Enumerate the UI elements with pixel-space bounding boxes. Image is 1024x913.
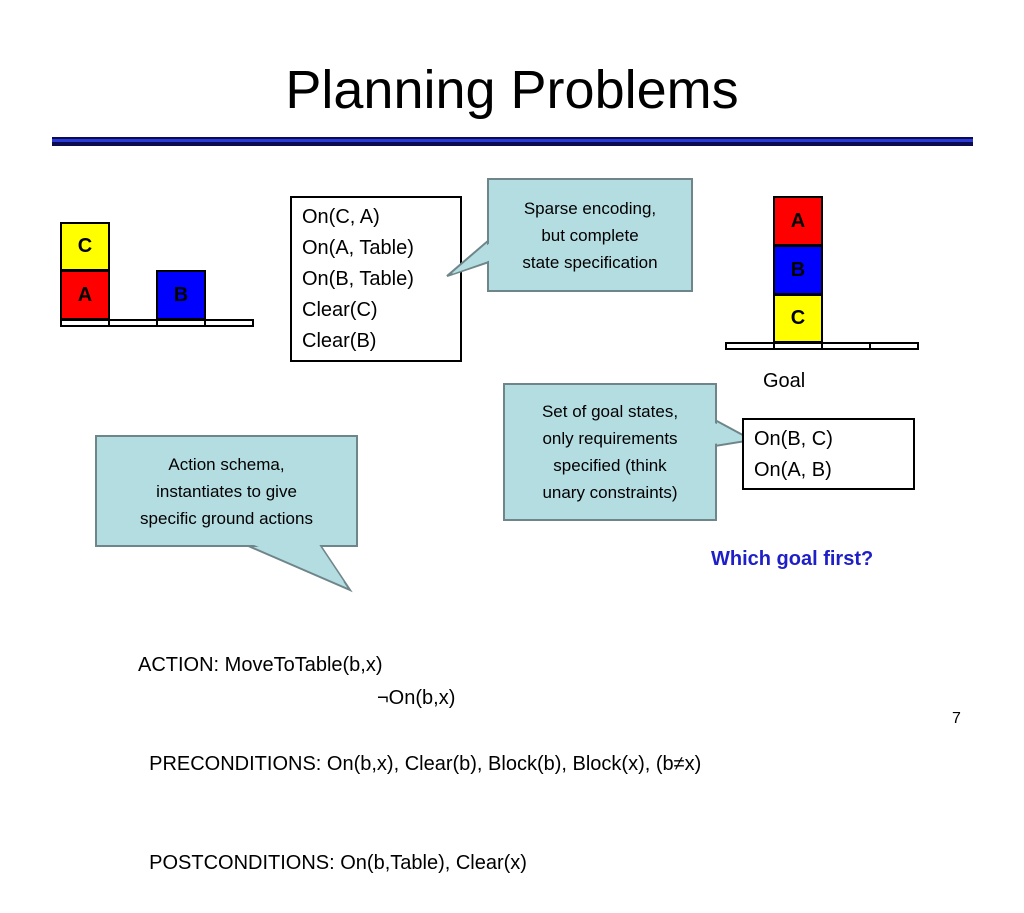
fact-line: On(A, B) [754, 459, 832, 481]
title-rule-highlight [52, 139, 973, 142]
postcondition-negation: ¬On(b,x) [377, 687, 456, 709]
callout-line: specified (think [553, 456, 667, 475]
callout-tail-action-cover [249, 543, 344, 582]
callout-line: Sparse encoding, [523, 198, 657, 218]
fact-line: On(B, Table) [302, 268, 414, 290]
callout-sparse-encoding: Sparse encoding, but complete state spec… [487, 178, 693, 292]
slide-title: Planning Problems [285, 60, 739, 120]
callout-line: only requirements [542, 429, 678, 448]
fact-line: Clear(B) [302, 330, 377, 352]
initial-state-facts: On(C, A) On(A, Table) On(B, Table) Clear… [290, 196, 462, 362]
callout-line: specific ground actions [140, 508, 313, 528]
callout-tail-sparse-cover [452, 242, 491, 274]
preconditions-line: PRECONDITIONS: On(b,x), Clear(b), Block(… [138, 753, 702, 775]
goal-label: Goal [763, 370, 806, 392]
action-definition: ACTION: MoveToTable(b,x) PRECONDITIONS: … [138, 583, 701, 913]
callout-goal-states: Set of goal states, only requirements sp… [503, 383, 717, 521]
callout-line: but complete [541, 225, 639, 245]
block-a-goal: A [773, 196, 823, 246]
callout-action-schema: Action schema, instantiates to give spec… [95, 435, 358, 547]
which-goal-question: Which goal first? [711, 548, 874, 570]
callout-line: state specification [522, 252, 658, 272]
callout-line: Set of goal states, [541, 402, 679, 421]
fact-line: Clear(C) [302, 299, 378, 321]
callout-tail-goal-cover [713, 422, 746, 444]
fact-line: On(C, A) [302, 206, 380, 228]
callout-line: Action schema, [168, 454, 285, 474]
action-line: ACTION: MoveToTable(b,x) [138, 654, 383, 676]
table-segment [869, 342, 919, 350]
block-b-initial: B [156, 270, 206, 320]
block-c-initial: C [60, 222, 110, 271]
fact-line: On(B, C) [754, 428, 833, 450]
page-number: 7 [952, 710, 961, 727]
postconditions-line: POSTCONDITIONS: On(b,Table), Clear(x) [138, 852, 527, 874]
goal-state-facts: On(B, C) On(A, B) [742, 418, 915, 490]
fact-line: On(A, Table) [302, 237, 414, 259]
callout-line: unary constraints) [542, 483, 678, 502]
callout-line: instantiates to give [156, 481, 297, 501]
table-segment [204, 319, 254, 327]
